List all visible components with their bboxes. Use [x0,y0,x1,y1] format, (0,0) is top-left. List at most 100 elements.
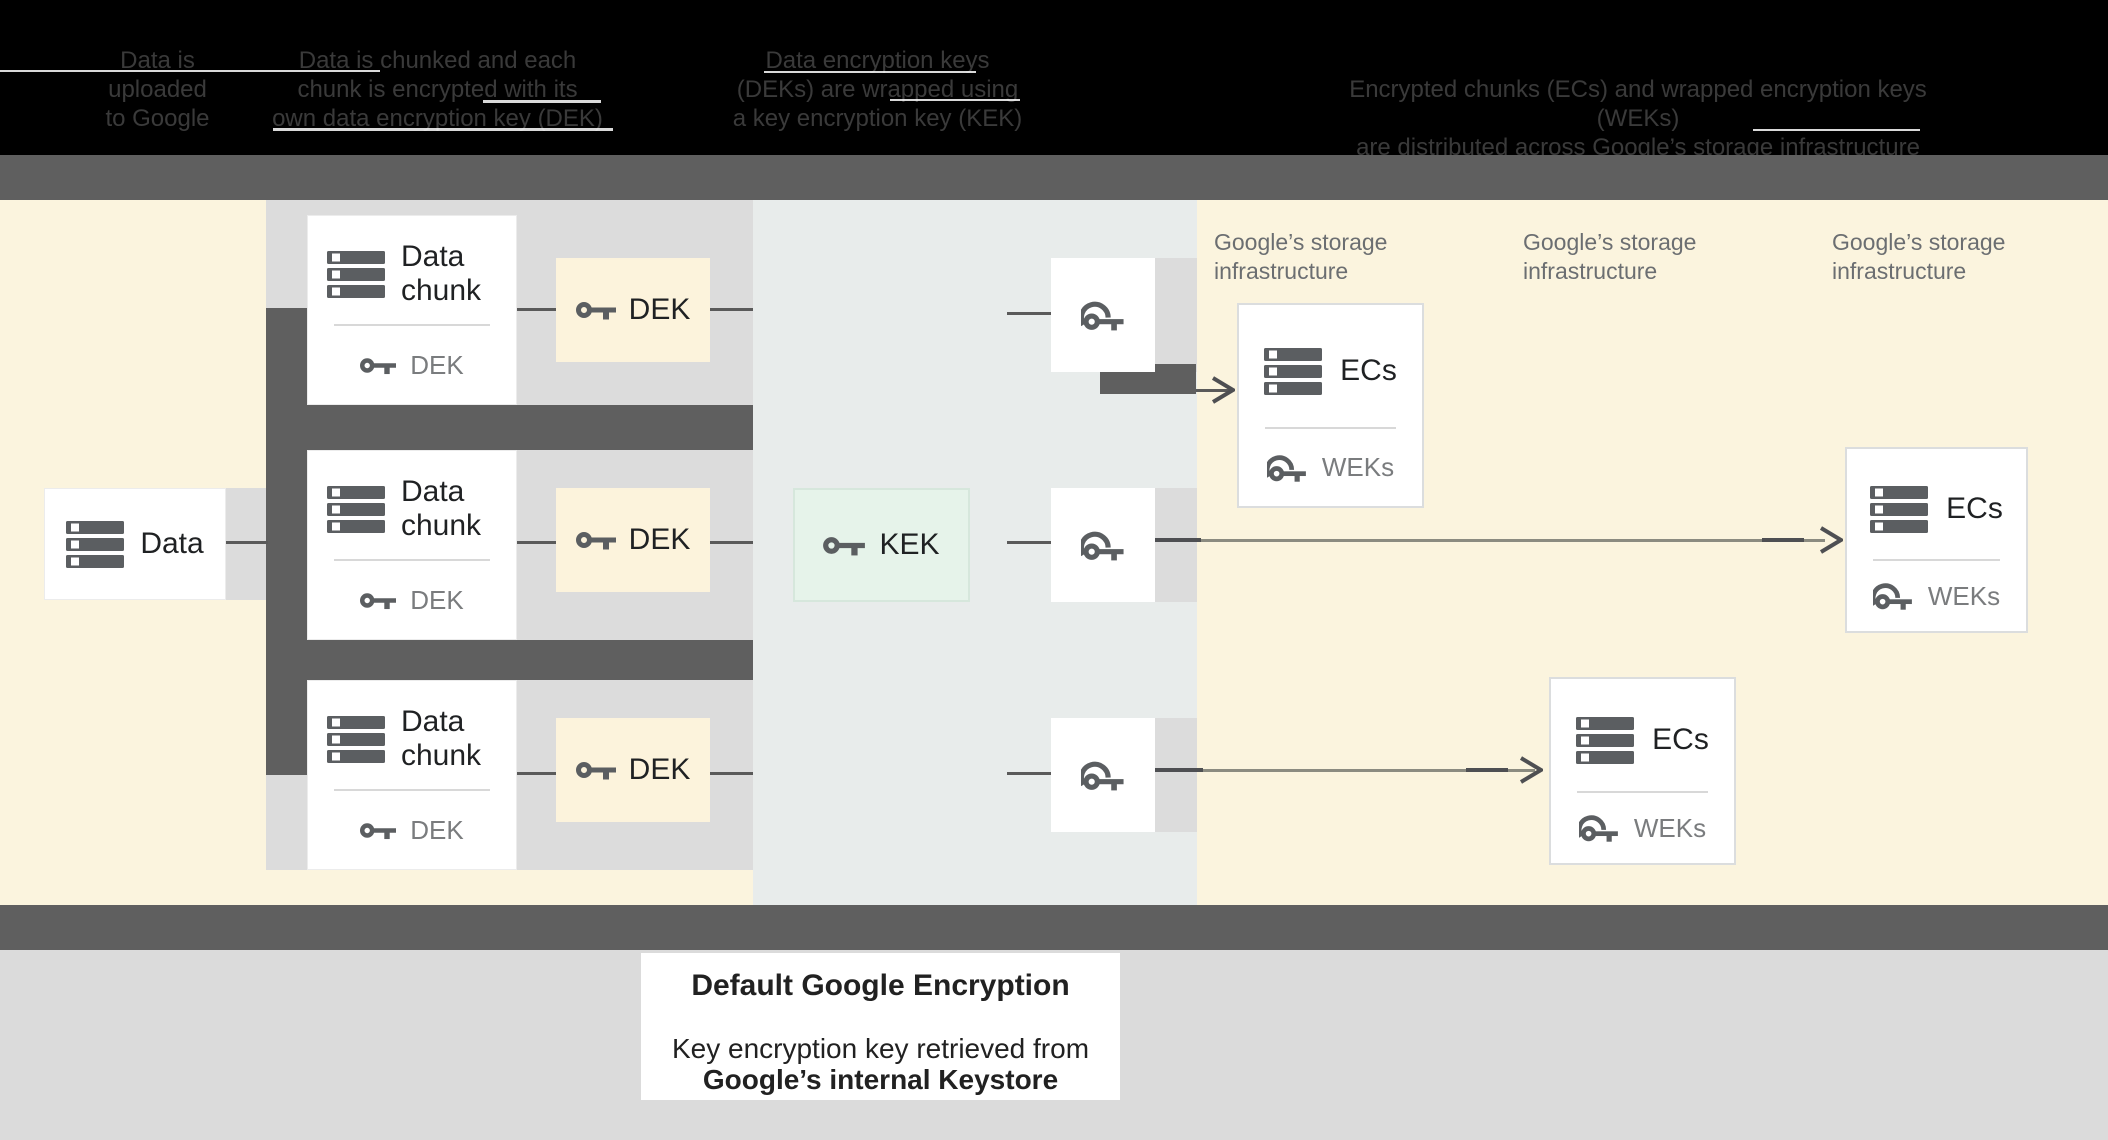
arrow3-dark-segment [1466,768,1508,772]
arrow3-line [1155,769,1535,772]
ecs-divider [1265,427,1396,429]
wrapped-key-icon [1081,297,1125,334]
data-box-label: Data [140,527,204,560]
weks-label: WEKs [1633,812,1707,843]
ecs-box: ECs WEKs [1549,677,1736,865]
data-chunk-box: Data chunk DEK [307,450,517,640]
chunk-dek-label: DEK [410,349,464,380]
header-artifact-line [0,70,380,72]
step-4-text: Encrypted chunks (ECs) and wrapped encry… [1318,75,1958,162]
key3-strip [1155,718,1197,832]
wrapped-key-box [1051,488,1155,602]
caption-line-bold: Google’s internal Keystore [702,1064,1059,1095]
dek-box-label: DEK [628,293,691,326]
storage-infrastructure-label: Google’s storage infrastructure [1214,229,1388,284]
dek-key-icon [576,529,616,551]
key2-strip [1155,488,1197,602]
arrow2-line [1155,539,1825,542]
data-chunk-server-icon [327,715,385,763]
arrow1-line [1196,389,1232,392]
connector-dek1-out [710,308,753,311]
dek-key-icon [576,759,616,781]
footer-band: Default Google Encryption Key encryption… [0,950,2108,1140]
connector-data-trunk [226,541,268,544]
storage-infrastructure-label: Google’s storage infrastructure [1832,229,2006,284]
key1-strip [1155,258,1197,372]
ecs-box: ECs WEKs [1845,447,2028,633]
step-1-text: Data is uploaded to Google [40,46,275,133]
step-3-line: Data encryption keys [765,47,990,74]
caption-line: Key encryption key retrieved from [671,1033,1090,1064]
step-3-line: a key encryption key (KEK) [732,105,1023,132]
dek-key-icon [576,299,616,321]
dek-key-icon [360,820,396,841]
arrow1-head-icon [1211,376,1235,404]
dek-box: DEK [556,488,710,592]
ecs-label: ECs [1652,723,1709,756]
data-chunk-title: Data chunk [401,705,482,772]
ecs-label: ECs [1340,354,1397,387]
data-chunk-title: Data chunk [401,240,482,307]
weks-key-icon [1579,811,1619,845]
connector-into-key1 [1007,312,1051,315]
kek-box-label: KEK [879,528,940,561]
ecs-server-icon [1264,347,1323,395]
step-1-line: to Google [105,105,210,132]
kek-box: KEK [793,488,970,602]
arrow2-dark-segment [1155,538,1201,542]
step-2-line: chunk is encrypted with its [297,76,578,103]
chunk-divider [334,789,490,791]
chunk-dek-label: DEK [410,584,464,615]
dek-key-icon [360,590,396,611]
dek-box-label: DEK [628,523,691,556]
header-artifact-line [764,71,976,73]
chunk-divider [334,324,490,326]
header-artifact-line [890,99,1020,101]
chunk-trunk-bar [266,308,307,775]
ecs-divider [1873,559,2000,561]
step-3-text: Data encryption keys (DEKs) are wrapped … [730,46,1025,133]
ecs-box: ECs WEKs [1237,303,1424,508]
ecs-divider [1577,791,1708,793]
arrow2-dark-segment [1762,538,1804,542]
step-1-line: Data is [120,47,195,74]
connector-dek2-out [710,541,753,544]
default-encryption-caption-card: Default Google Encryption Key encryption… [641,953,1120,1100]
weks-key-icon [1267,451,1307,485]
data-box-strip [224,488,268,600]
data-chunk-box: Data chunk DEK [307,680,517,870]
weks-label: WEKs [1321,452,1395,482]
step-3-line: (DEKs) are wrapped using [736,76,1019,103]
connector-into-key3 [1007,772,1051,775]
arrow3-head-icon [1519,756,1543,784]
step-4-line: Encrypted chunks (ECs) and wrapped encry… [1349,76,1927,132]
weks-key-icon [1873,579,1913,613]
arrow2-head-icon [1819,526,1843,554]
connector-chunk2-dek2 [517,541,556,544]
chunk-dek-label: DEK [410,814,464,845]
wrapped-key-box [1051,718,1155,832]
dek-key-icon [360,355,396,376]
wrapped-key-icon [1081,527,1125,564]
wrapped-key-icon [1081,757,1125,794]
connector-kek-key2 [1007,541,1051,544]
data-chunk-server-icon [327,485,385,533]
bottom-separator-bar [0,905,2108,950]
encryption-flow-diagram: Google’s storage infrastructure Google’s… [0,200,2108,905]
caption-title: Default Google Encryption [691,969,1070,1002]
wrapped-key-box [1051,258,1155,372]
connector-chunk1-dek1 [517,308,556,311]
row-separator-bar [266,640,753,680]
dek-box-label: DEK [628,753,691,786]
data-server-icon [66,520,125,568]
dek-box: DEK [556,718,710,822]
step-1-line: uploaded [108,76,207,103]
data-box: Data [44,488,226,600]
ecs-server-icon [1576,716,1635,764]
step-2-line: Data is chunked and each [298,47,577,74]
row-separator-bar [266,405,753,450]
header-artifact-line [1753,129,1920,131]
dek-box: DEK [556,258,710,362]
step-2-text: Data is chunked and each chunk is encryp… [265,46,610,133]
header-artifact-line [273,128,613,131]
